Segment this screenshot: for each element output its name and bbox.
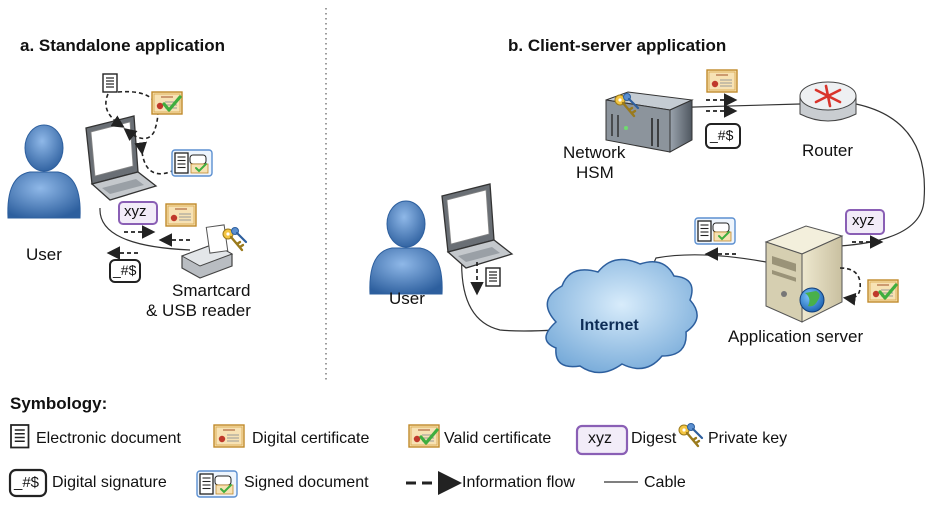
flow-arrow-a1: [105, 93, 125, 128]
legend-icons: [8, 422, 704, 498]
signature-b-text: _#$: [710, 127, 734, 143]
server-label: Application server: [728, 327, 864, 346]
hsm-label-line1: Network: [563, 143, 626, 162]
panel-a-title: a. Standalone application: [20, 36, 225, 55]
flow-loop-a2: [117, 90, 159, 141]
legend-label-signature: Digital signature: [52, 474, 167, 491]
flow-loop-b5: [839, 267, 862, 306]
legend-digest-text: xyz: [588, 430, 612, 447]
panel-b: [369, 69, 926, 374]
signed-document-b-icon: [694, 217, 736, 245]
user-a-label: User: [26, 245, 62, 264]
panel-b-title: b. Client-server application: [508, 36, 727, 55]
legend-label-valid-certificate: Valid certificate: [444, 430, 552, 447]
legend-label-signed-document: Signed document: [244, 474, 369, 491]
reader-label-line1: Smartcard: [172, 281, 251, 300]
legend-heading: Symbology:: [10, 394, 108, 413]
router-icon: [799, 81, 857, 122]
certificate-a-icon: [165, 203, 197, 227]
legend-document-icon: [10, 424, 30, 449]
signature-b-icon: [705, 123, 741, 149]
laptop-b-icon: [441, 183, 513, 269]
cable-a: [99, 207, 191, 251]
legend-label-flow: Information flow: [462, 474, 575, 491]
certificate-b1-icon: [706, 69, 738, 93]
network-hsm-icon: [605, 91, 694, 153]
user-b-label: User: [389, 289, 425, 308]
cable-router-server: [839, 103, 926, 247]
globe-icon: [799, 287, 825, 313]
legend-label-certificate: Digital certificate: [252, 430, 370, 447]
legend-valid-certificate-icon: [409, 425, 439, 447]
reader-label-line2: & USB reader: [146, 301, 251, 320]
valid-certificate-b-icon: [868, 280, 898, 302]
document-b-icon: [485, 267, 501, 287]
digest-b-text: xyz: [852, 212, 875, 229]
signature-a-icon: [109, 259, 141, 283]
legend-signature-text: _#$: [14, 474, 40, 491]
laptop-a-icon: [85, 115, 157, 201]
user-a-icon: [7, 124, 81, 219]
legend-key-icon: [677, 422, 704, 448]
smartcard-reader-icon: [180, 224, 234, 279]
legend-label-key: Private key: [708, 430, 788, 447]
legend-label-document: Electronic document: [36, 430, 181, 447]
legend-signed-document-icon: [196, 470, 238, 498]
internet-label: Internet: [580, 317, 639, 334]
user-b-icon: [369, 200, 443, 295]
hsm-label-line2: HSM: [576, 163, 614, 182]
digest-b-icon: [845, 209, 885, 235]
digest-a-icon: [118, 201, 158, 225]
router-label: Router: [802, 141, 854, 160]
document-a-icon: [102, 73, 118, 93]
valid-certificate-a-icon: [152, 92, 182, 114]
legend-label-digest: Digest: [631, 430, 677, 447]
cable-user-internet: [461, 251, 557, 332]
legend-certificate-icon: [213, 424, 245, 448]
signed-document-a-icon: [171, 149, 213, 177]
panel-a: [7, 73, 248, 283]
signature-a-text: _#$: [113, 262, 137, 278]
digest-a-text: xyz: [124, 203, 147, 220]
legend-signature-icon: [8, 468, 48, 498]
legend-label-cable: Cable: [644, 474, 686, 491]
legend-digest-icon: [575, 424, 629, 456]
internet-cloud-icon: [545, 258, 698, 374]
